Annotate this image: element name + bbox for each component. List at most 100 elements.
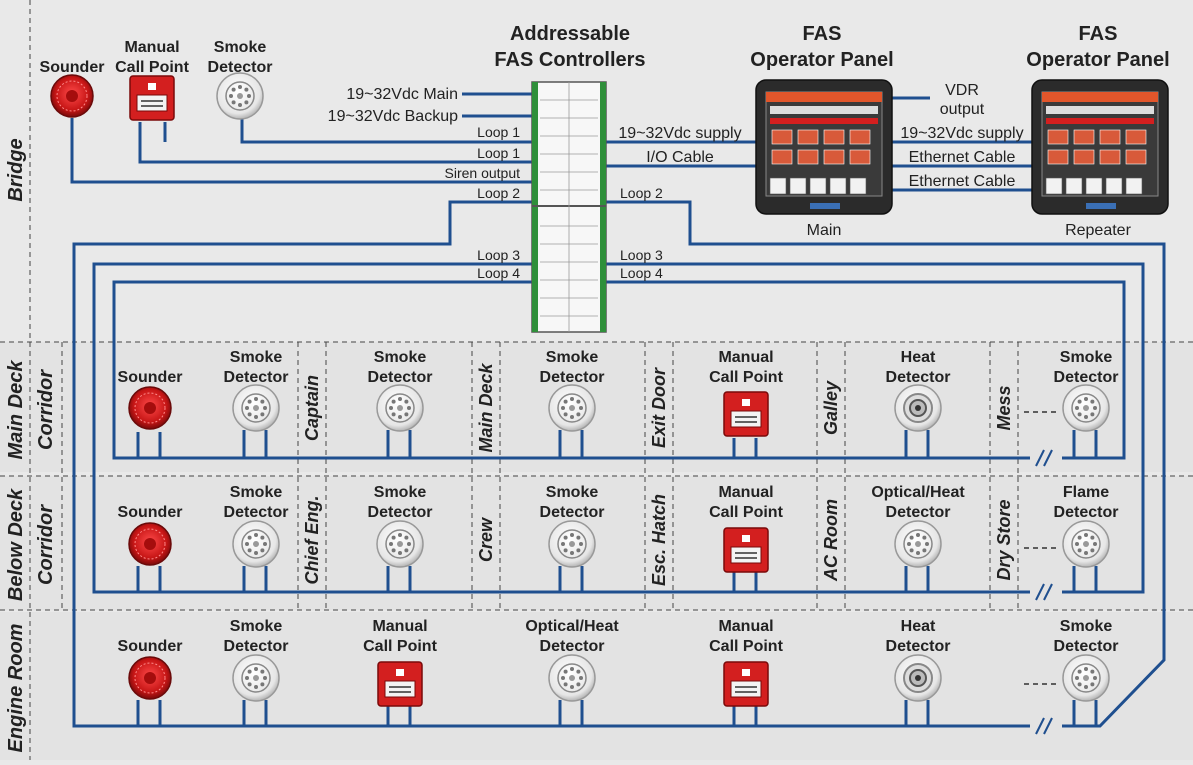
main-deck-heat-icon-5 — [894, 384, 942, 432]
label-ethernet1: Ethernet Cable — [909, 149, 1016, 166]
zone-label-bridge: Bridge — [5, 138, 27, 201]
main-panel-title-2: Operator Panel — [750, 49, 893, 71]
bridge-mcp-label-2: Call Point — [115, 59, 189, 76]
below-deck-rooms: Chief Eng. Crew Esc. Hatch AC Room Dry S… — [302, 494, 1014, 586]
engine-room-device-label-3-0: Optical/Heat — [525, 618, 619, 635]
fas-controller — [531, 81, 607, 333]
zone-label-main-deck-1: Main Deck — [5, 360, 27, 460]
engine-room-device-label-6-0: Smoke — [1060, 618, 1113, 635]
engine-room-smoke-icon-1 — [232, 654, 280, 702]
below-deck-smoke-icon-3 — [548, 520, 596, 568]
bridge-smoke-label-1: Smoke — [214, 39, 267, 56]
room-mess: Mess — [994, 385, 1014, 430]
main-deck-rooms: Captain Main Deck Exit Door Galley Mess — [302, 363, 1014, 453]
engine-room-smoke-icon-3 — [548, 654, 596, 702]
wire-loop4-left — [112, 280, 1030, 460]
bridge-sounder-icon — [50, 74, 94, 118]
main-deck-sounder-icon-0 — [128, 386, 172, 430]
main-deck-device-label-6-1: Detector — [1054, 369, 1119, 386]
zone-label-main-deck-2: Corridor — [35, 369, 57, 450]
below-deck-device-label-3-0: Smoke — [546, 484, 599, 501]
main-deck-device-label-4-0: Manual — [718, 349, 773, 366]
main-deck-mcp-icon-4 — [723, 391, 769, 437]
below-deck-device-label-2-1: Detector — [368, 504, 433, 521]
label-loop1b: Loop 1 — [477, 145, 520, 161]
wire-loop3-left — [92, 262, 1030, 594]
label-backup-power: 19~32Vdc Backup — [328, 108, 458, 125]
wire-loop1b — [138, 122, 532, 164]
repeater-panel-title-1: FAS — [1079, 23, 1118, 45]
main-deck-device-label-5-1: Detector — [886, 369, 951, 386]
wire-loop2-right — [606, 200, 1166, 728]
bridge-mcp-icon — [129, 75, 175, 121]
below-deck-mcp-icon-4 — [723, 527, 769, 573]
wire-loop2-left — [72, 200, 1030, 728]
engine-room-device-label-5-0: Heat — [901, 618, 936, 635]
below-deck-device-label-1-0: Smoke — [230, 484, 283, 501]
below-deck-device-label-4-1: Call Point — [709, 504, 783, 521]
engine-room-drops — [136, 700, 1098, 726]
main-operator-panel — [755, 79, 893, 215]
main-deck-device-label-2-0: Smoke — [374, 349, 427, 366]
engine-room-device-label-4-0: Manual — [718, 618, 773, 635]
room-exit-door: Exit Door — [649, 367, 669, 448]
label-main-power: 19~32Vdc Main — [346, 86, 458, 103]
main-deck-device-label-0-0: Sounder — [118, 369, 183, 386]
bridge-sounder-label: Sounder — [40, 59, 105, 76]
main-deck-device-label-3-0: Smoke — [546, 349, 599, 366]
main-deck-device-label-6-0: Smoke — [1060, 349, 1113, 366]
wire-loop4-right — [606, 280, 1126, 460]
engine-room-sounder-icon-0 — [128, 656, 172, 700]
repeater-panel-title-2: Operator Panel — [1026, 49, 1169, 71]
room-chief-eng: Chief Eng. — [302, 496, 322, 585]
engine-room-device-label-5-1: Detector — [886, 638, 951, 655]
label-supply-repeater: 19~32Vdc supply — [900, 125, 1023, 142]
below-deck-device-label-0-0: Sounder — [118, 504, 183, 521]
engine-room-device-label-6-1: Detector — [1054, 638, 1119, 655]
label-ethernet2: Ethernet Cable — [909, 173, 1016, 190]
label-loop3-left: Loop 3 — [477, 247, 520, 263]
below-deck-device-label-2-0: Smoke — [374, 484, 427, 501]
below-deck-device-label-4-0: Manual — [718, 484, 773, 501]
main-deck-device-label-1-1: Detector — [224, 369, 289, 386]
engine-room-device-label-0-0: Sounder — [118, 638, 183, 655]
main-panel-caption: Main — [807, 222, 842, 239]
engine-room-device-label-3-1: Detector — [540, 638, 605, 655]
engine-room-mcp-icon-4 — [723, 661, 769, 707]
main-deck-device-label-4-1: Call Point — [709, 369, 783, 386]
repeater-operator-panel — [1031, 79, 1169, 215]
label-vdr-2: output — [940, 101, 985, 118]
engine-room-device-label-4-1: Call Point — [709, 638, 783, 655]
zone-label-below-deck-1: Below Deck — [5, 488, 27, 601]
engine-room-device-label-2-1: Call Point — [363, 638, 437, 655]
zone-label-below-deck-2: Corridor — [35, 504, 57, 585]
label-loop2-right: Loop 2 — [620, 185, 663, 201]
wire-siren — [70, 118, 532, 184]
bridge-smoke-icon — [216, 72, 264, 120]
label-vdr-1: VDR — [945, 82, 979, 99]
label-loop2-left: Loop 2 — [477, 185, 520, 201]
room-dry-store: Dry Store — [994, 499, 1014, 580]
below-deck-device-label-5-1: Detector — [886, 504, 951, 521]
label-siren: Siren output — [445, 165, 521, 181]
room-captain: Captain — [302, 375, 322, 441]
below-deck-device-label-1-1: Detector — [224, 504, 289, 521]
main-deck-device-label-3-1: Detector — [540, 369, 605, 386]
break-marks — [1035, 449, 1053, 735]
main-panel-title-1: FAS — [803, 23, 842, 45]
main-deck-smoke-icon-2 — [376, 384, 424, 432]
controller-title-1: Addressable — [510, 23, 630, 45]
bridge-smoke-label-2: Detector — [208, 59, 273, 76]
label-supply-main: 19~32Vdc supply — [618, 125, 741, 142]
main-deck-device-label-1-0: Smoke — [230, 349, 283, 366]
engine-room-heat-icon-5 — [894, 654, 942, 702]
below-deck-device-label-6-1: Detector — [1054, 504, 1119, 521]
wire-loop1a — [240, 116, 532, 144]
main-deck-drops — [136, 430, 1098, 458]
room-crew: Crew — [476, 517, 496, 562]
room-ac-room: AC Room — [821, 499, 841, 582]
label-loop4-left: Loop 4 — [477, 265, 520, 281]
